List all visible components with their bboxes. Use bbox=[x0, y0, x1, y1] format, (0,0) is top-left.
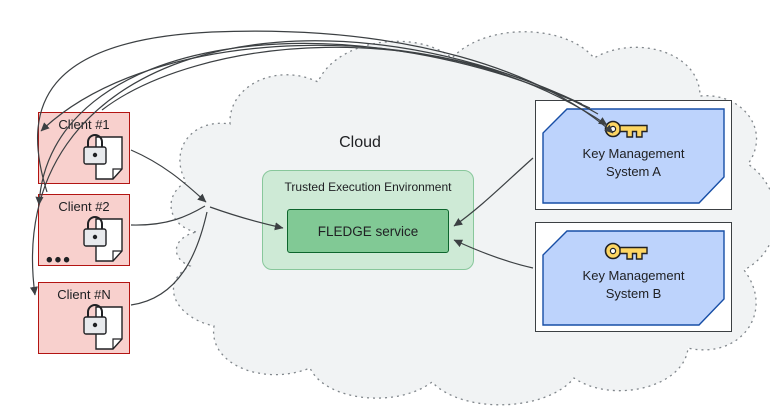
kms-a-box: Key Management System A bbox=[535, 100, 732, 210]
arrow-client2-to-cloud bbox=[130, 205, 206, 226]
locked-document-icon bbox=[83, 304, 123, 350]
client-label: Client #2 bbox=[58, 199, 110, 214]
kms-system: System B bbox=[605, 286, 662, 302]
kms-name: Key Management bbox=[582, 146, 685, 161]
client-box-n: Client #N bbox=[38, 282, 130, 354]
clients-ellipsis: ••• bbox=[46, 250, 72, 271]
padlock-icon bbox=[83, 304, 107, 335]
fledge-label: FLEDGE service bbox=[317, 223, 419, 239]
arrow-client1-to-kms-a bbox=[101, 46, 608, 126]
tee-box: Trusted Execution Environment FLEDGE ser… bbox=[262, 170, 474, 270]
locked-document-icon bbox=[83, 216, 123, 262]
kms-b-box: Key Management System B bbox=[535, 222, 732, 332]
locked-document-icon bbox=[83, 134, 123, 180]
arrow-clientN-to-cloud bbox=[130, 211, 208, 306]
cloud-label: Cloud bbox=[339, 134, 381, 151]
client-label: Client #N bbox=[57, 287, 111, 302]
kms-b-label: Key Management System B bbox=[536, 267, 731, 303]
kms-a-label: Key Management System A bbox=[536, 145, 731, 181]
client-box-1: Client #1 bbox=[38, 112, 130, 184]
kms-name: Key Management bbox=[582, 268, 685, 283]
client-label: Client #1 bbox=[58, 117, 110, 132]
arrow-client1-to-cloud bbox=[130, 149, 207, 203]
fledge-service-box: FLEDGE service bbox=[287, 209, 449, 253]
kms-system: System A bbox=[606, 164, 661, 180]
tee-label: Trusted Execution Environment bbox=[284, 180, 452, 194]
